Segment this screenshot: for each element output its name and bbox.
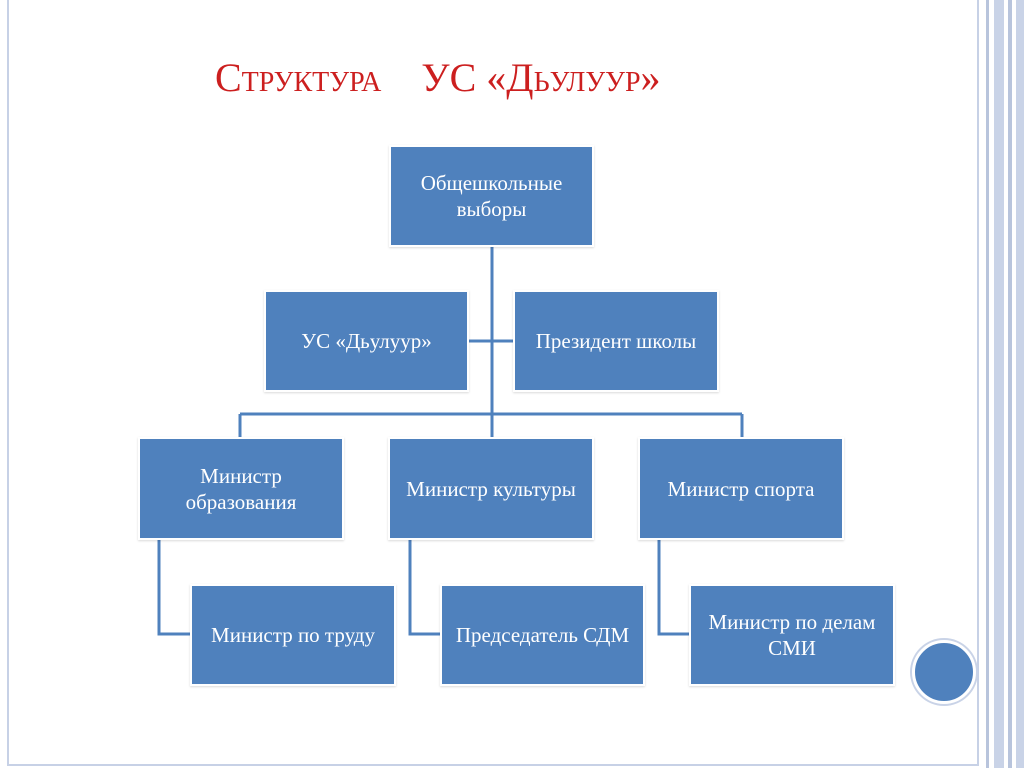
slide-title: Структура УС «Дьулуур» — [215, 50, 815, 106]
org-node-chair-sdm: Председатель СДМ — [440, 584, 645, 686]
slide-frame — [7, 0, 979, 766]
connector-sub-2 — [408, 540, 442, 636]
org-node-president: Президент школы — [513, 290, 719, 392]
org-node-label: Министр спорта — [667, 476, 815, 501]
org-node-label: УС «Дьулуур» — [301, 329, 432, 353]
connector-sub-1 — [157, 540, 192, 636]
org-node-label: Министр культуры — [406, 476, 576, 501]
org-node-council: УС «Дьулуур» — [264, 290, 469, 392]
connector-sub-3 — [657, 540, 691, 636]
org-node-minister-labor: Министр по труду — [190, 584, 396, 686]
org-node-label: Министр образования — [185, 463, 297, 514]
org-node-label: Президент школы — [535, 329, 697, 353]
org-node-minister-sport: Министр спорта — [638, 437, 844, 540]
org-node-label: Министр по труду — [211, 623, 375, 647]
org-node-minister-media: Министр по делам СМИ — [689, 584, 895, 686]
org-node-label: Министр по делам СМИ — [708, 610, 876, 660]
title-part-2: УС «Дьулуур» — [421, 55, 661, 100]
title-part-1: Структура — [215, 55, 382, 100]
org-node-label: Председатель СДМ — [455, 623, 630, 647]
org-node-minister-education: Министр образования — [138, 437, 344, 540]
decorative-circle — [912, 640, 976, 704]
decorative-side-stripes — [980, 0, 1024, 768]
org-node-school-elections: Общешкольные выборы — [389, 145, 594, 247]
org-node-minister-culture: Министр культуры — [388, 437, 594, 540]
org-node-label: Общешкольные выборы — [420, 171, 563, 221]
